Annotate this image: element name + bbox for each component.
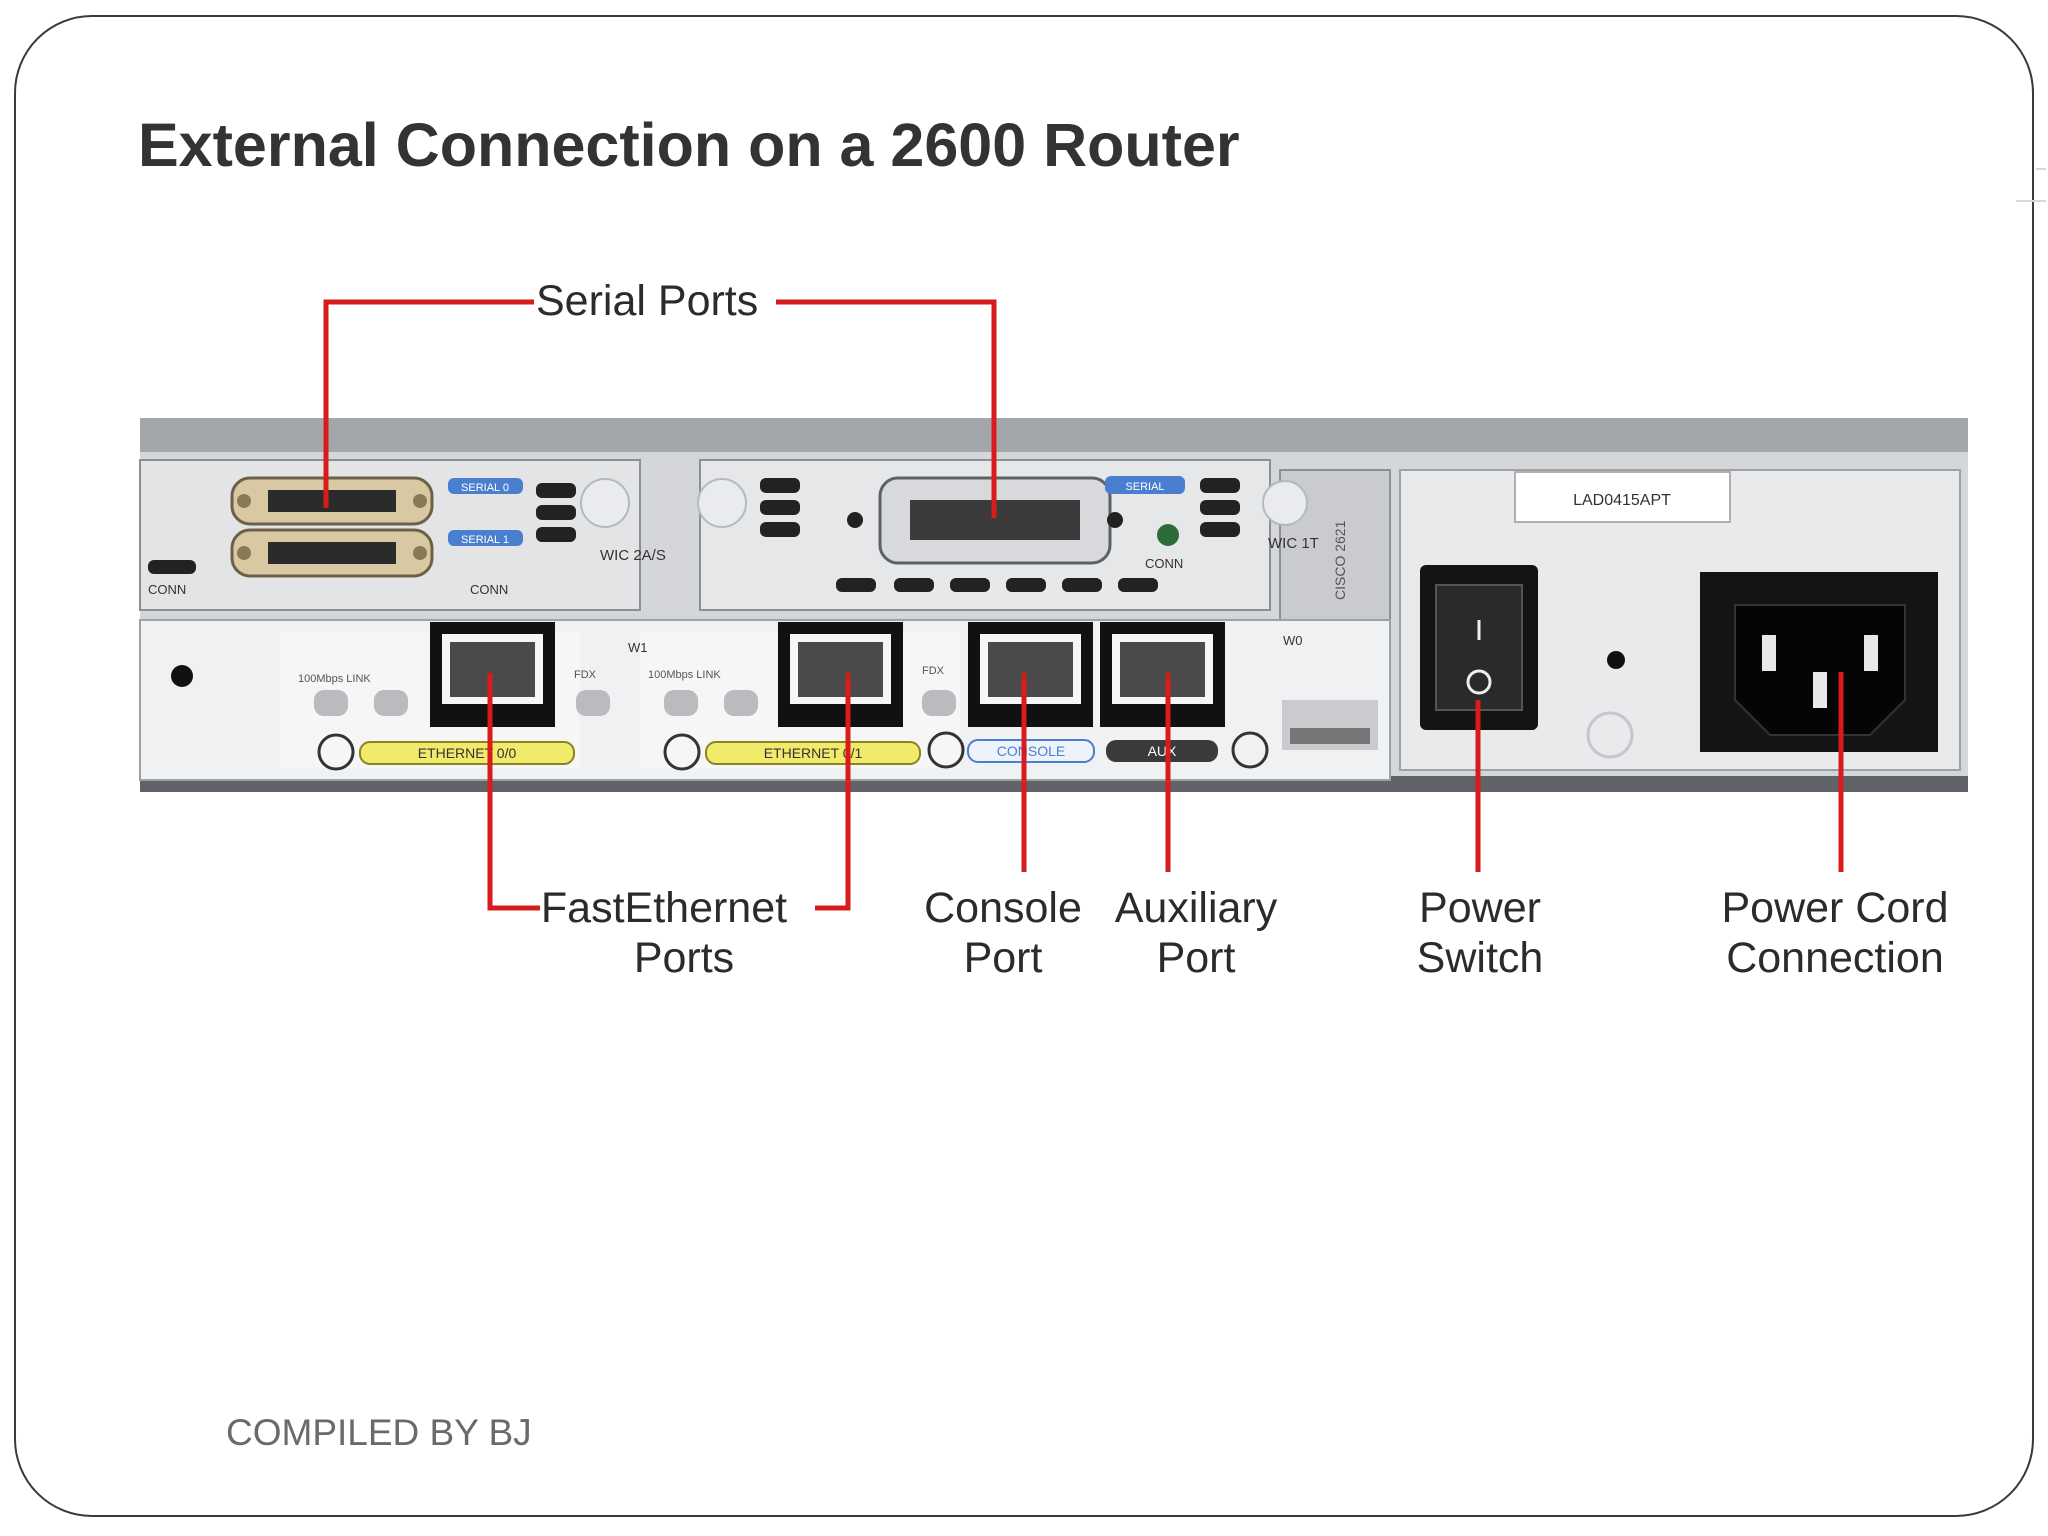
serial1-tag-text: SERIAL 1 bbox=[461, 534, 509, 546]
callout-power-switch: Power Switch bbox=[1416, 884, 1544, 982]
callout-fastethernet-ports: FastEthernet Ports bbox=[540, 884, 788, 982]
led-stack-right bbox=[1200, 478, 1240, 537]
eth1-label-text: ETHERNET 0/1 bbox=[764, 745, 863, 761]
eth1-leds bbox=[664, 690, 956, 716]
console-port[interactable] bbox=[968, 622, 1093, 727]
chassis-top-edge bbox=[140, 418, 1968, 458]
callout-auxiliary-port: Auxiliary Port bbox=[1114, 884, 1278, 982]
serial1-tag bbox=[448, 530, 523, 546]
thumbscrew-right bbox=[1262, 480, 1308, 526]
conn-led-left bbox=[148, 560, 196, 574]
serial0-tag-text: SERIAL 0 bbox=[461, 482, 509, 494]
serial-r-tag bbox=[1105, 476, 1185, 494]
slide-title: External Connection on a 2600 Router bbox=[138, 111, 1240, 179]
aux-label-text: AUX bbox=[1148, 743, 1177, 759]
console-label bbox=[967, 739, 1095, 763]
serial-port-wic1t[interactable] bbox=[847, 476, 1123, 565]
mounting-hole bbox=[171, 665, 193, 687]
ground-icon-eth0 bbox=[317, 733, 355, 771]
logo-bar bbox=[1290, 728, 1370, 744]
cisco-model-text: CISCO 2621 bbox=[1332, 520, 1348, 600]
power-switch-rocker[interactable] bbox=[1435, 584, 1523, 711]
wic-1t-text: WIC 1T bbox=[1268, 535, 1319, 552]
eth0-fdx-text: FDX bbox=[574, 669, 597, 681]
leader-lines bbox=[323, 299, 1844, 911]
leader-fastethernet-left bbox=[487, 673, 540, 911]
auxiliary-port[interactable] bbox=[1100, 622, 1225, 727]
fastethernet-port-1[interactable] bbox=[778, 622, 903, 727]
w1-text: W1 bbox=[628, 640, 648, 655]
socket-pin-right bbox=[1864, 635, 1878, 671]
serial0-tag bbox=[448, 478, 523, 494]
serial-r-tag-text: SERIAL bbox=[1125, 481, 1164, 493]
slot-rails bbox=[836, 578, 1158, 592]
socket-pin-left bbox=[1762, 635, 1776, 671]
leader-fastethernet-right bbox=[815, 673, 851, 911]
aux-label bbox=[1106, 740, 1218, 762]
power-off-mark bbox=[1466, 669, 1492, 695]
conn-mid-text: CONN bbox=[470, 582, 508, 597]
leader-serial-left bbox=[323, 299, 534, 508]
console-label-text: CONSOLE bbox=[997, 743, 1065, 759]
panel-screw-hole bbox=[1607, 651, 1625, 669]
socket-pin-ground bbox=[1813, 672, 1827, 708]
decorative-line bbox=[2016, 200, 2046, 202]
conn-left-text: CONN bbox=[148, 582, 186, 597]
conn-right-text: CONN bbox=[1145, 556, 1183, 571]
conn-led-right bbox=[1157, 524, 1179, 546]
thumbscrew-left bbox=[580, 478, 630, 528]
eth0-label bbox=[359, 741, 575, 765]
ground-icon-console bbox=[927, 731, 965, 769]
eth1-label bbox=[705, 741, 921, 765]
serial-sticker-text: LAD0415APT bbox=[1573, 492, 1671, 509]
callout-console-port: Console Port bbox=[924, 884, 1082, 982]
eth0-link-text: 100Mbps LINK bbox=[298, 673, 371, 685]
w0-text: W0 bbox=[1283, 633, 1303, 648]
callout-power-cord-connection: Power Cord Connection bbox=[1721, 884, 1949, 982]
eth1-link-text: 100Mbps LINK bbox=[648, 669, 721, 681]
ground-icon-aux bbox=[1231, 731, 1269, 769]
serial-port-1[interactable] bbox=[230, 528, 434, 578]
eth0-leds bbox=[314, 690, 610, 716]
callout-serial-ports: Serial Ports bbox=[536, 277, 759, 325]
power-cord-socket-inner bbox=[1734, 604, 1906, 736]
slide-footer: COMPILED BY BJ bbox=[226, 1412, 532, 1453]
ground-icon-eth1 bbox=[663, 733, 701, 771]
leader-serial-right bbox=[776, 299, 997, 518]
serial-port-0[interactable] bbox=[230, 476, 434, 526]
thumbscrew-mid bbox=[697, 478, 747, 528]
led-stack-mid bbox=[760, 478, 800, 537]
ground-symbol bbox=[1586, 711, 1634, 759]
eth0-label-text: ETHERNET 0/0 bbox=[418, 745, 517, 761]
eth1-fdx-text: FDX bbox=[922, 665, 945, 677]
led-stack-left bbox=[536, 483, 576, 542]
wic-2as-text: WIC 2A/S bbox=[600, 547, 666, 564]
decorative-line bbox=[2036, 168, 2046, 170]
serial-sticker bbox=[1514, 471, 1731, 523]
